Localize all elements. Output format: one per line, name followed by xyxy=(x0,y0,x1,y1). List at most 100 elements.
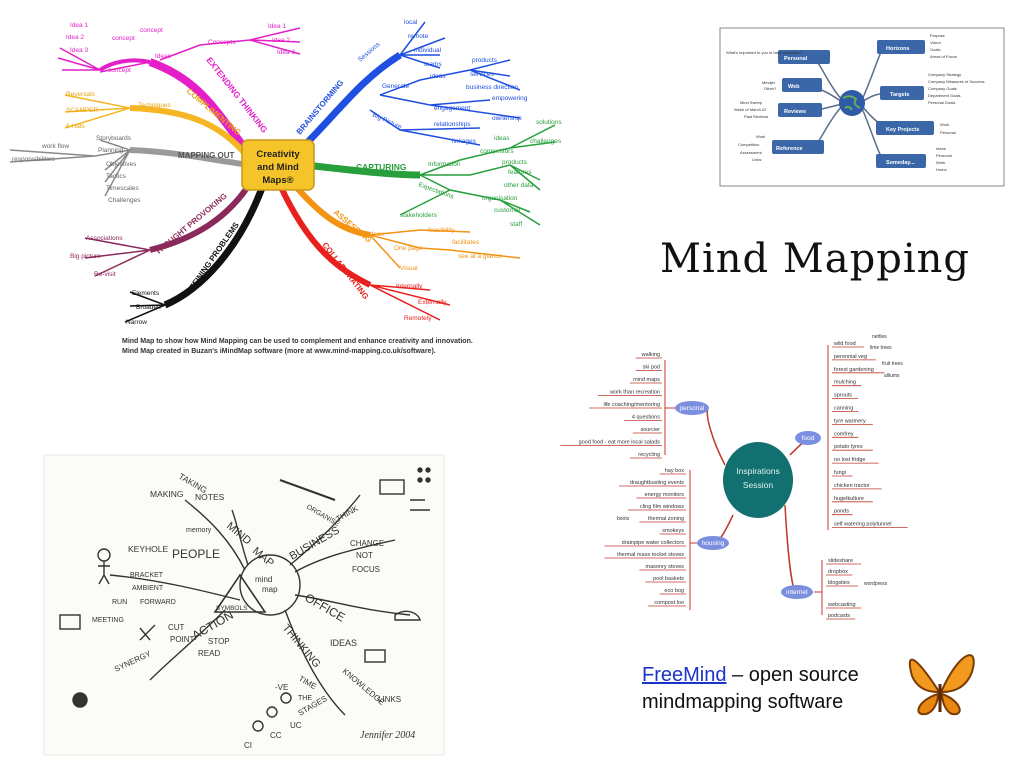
center-line3: Maps® xyxy=(262,175,293,186)
freemind-line2: mindmapping software xyxy=(642,691,844,713)
leaf: eco bog xyxy=(664,588,684,594)
leaf: Links xyxy=(752,157,761,162)
leaf: Techniques xyxy=(138,102,172,109)
leaf: life coaching/mentoring xyxy=(603,402,660,408)
leaf: staff xyxy=(510,221,522,228)
leaf: organisation xyxy=(482,195,518,202)
center-line2: Session xyxy=(743,480,774,490)
freemind-link[interactable]: FreeMind xyxy=(642,664,727,686)
node-someday xyxy=(876,154,926,168)
leaf: slideshare xyxy=(828,558,853,564)
leaf: Work xyxy=(940,122,949,127)
node-internet xyxy=(781,585,813,599)
hd-word: AMBIENT xyxy=(132,585,164,592)
inspirations-mind-map: Inspirations Session personal food housi… xyxy=(560,334,908,620)
leaf: compost loo xyxy=(654,600,684,606)
leaf: Concepts xyxy=(208,39,236,46)
leaf: Idea 3 xyxy=(70,47,88,54)
leaf: Expectations xyxy=(417,181,455,201)
center-line2: and Mind xyxy=(257,162,299,173)
hd-word: POINT xyxy=(170,635,195,644)
leaf: Work xyxy=(936,160,945,165)
leaf: chicken tractor xyxy=(834,483,870,489)
hd-word: THE xyxy=(298,695,312,702)
hd-word: RUN xyxy=(112,599,127,606)
leaf: draughtbusting events xyxy=(630,480,684,486)
leaf: see at a glance xyxy=(458,253,502,260)
leaf: ideas xyxy=(494,135,510,142)
leaf: good food - eat more local salads xyxy=(579,440,661,446)
branch-capturing xyxy=(304,161,421,179)
leaf: business direction xyxy=(466,84,518,91)
leaf: thermal zoning xyxy=(648,516,684,522)
branch-defining xyxy=(163,178,269,309)
leaf: thermal mass rocket stoves xyxy=(617,552,684,558)
hd-word: PEOPLE xyxy=(172,547,220,561)
leaf: pool baskets xyxy=(653,576,684,582)
node-personal xyxy=(778,50,830,64)
hd-word: CI xyxy=(244,741,252,750)
leaf: comfrey xyxy=(834,431,854,437)
leaf: Externally xyxy=(418,299,447,306)
leaf: products xyxy=(472,57,498,64)
creativity-mind-map: Creativity and Mind Maps® EXTENDING THIN… xyxy=(9,19,562,355)
leaf: potato tyres xyxy=(834,444,863,450)
leaf: Personal Goals xyxy=(928,100,955,105)
leaf: webcasting xyxy=(827,602,856,608)
node-reviews-label: Reviews xyxy=(784,109,806,115)
hd-word: map xyxy=(262,585,278,594)
leaf: other data xyxy=(504,182,534,189)
node-reviews xyxy=(778,103,822,117)
leaf: Ideas xyxy=(936,146,946,151)
leaf: fruit trees xyxy=(882,361,903,367)
leaf: energy monitors xyxy=(645,492,685,498)
node-keyprojects-label: Key Projects xyxy=(886,127,919,133)
freemind-caption: FreeMind – open source mindmapping softw… xyxy=(642,662,902,716)
leaf: ideas xyxy=(430,73,446,80)
node-personal-label: personal xyxy=(680,405,705,412)
leaf: Other? xyxy=(764,86,777,91)
hd-word: -VE xyxy=(275,683,288,692)
leaf: alliums xyxy=(884,373,900,379)
leaf: facilitates xyxy=(452,239,480,246)
leaf: self watering polytunnel xyxy=(834,522,891,528)
leaf: Elements xyxy=(132,290,160,297)
leaf: relationships xyxy=(434,121,471,128)
leaf: concept xyxy=(112,35,135,42)
leaf: Idea 2 xyxy=(66,34,84,41)
node-housing-label: housing xyxy=(702,540,725,547)
leaf: challenges xyxy=(530,138,562,145)
leaf: What's important to you to have availabl… xyxy=(726,50,802,55)
node-reference xyxy=(772,140,824,154)
leaf: SCAMPER xyxy=(66,107,98,114)
globe-icon xyxy=(839,90,865,116)
leaf: canning xyxy=(834,406,853,412)
node-targets xyxy=(880,86,924,100)
center-line1: Inspirations xyxy=(736,466,779,476)
leaf: services xyxy=(470,71,495,78)
leaf: blogsites xyxy=(828,580,850,586)
leaf: no lost fridge xyxy=(834,457,866,463)
leaf: masonry stoves xyxy=(645,564,684,570)
leaf: products xyxy=(502,159,528,166)
hd-word: KEYHOLE xyxy=(128,544,168,554)
center-line1: Creativity xyxy=(256,149,300,160)
handdrawn-mind-map xyxy=(43,454,445,756)
leaf: Sessions xyxy=(357,41,382,64)
leaf: wordpress xyxy=(864,581,888,587)
leaf: responsibilities xyxy=(12,156,55,163)
branch-brainstorming xyxy=(297,52,402,153)
hd-word: STOP xyxy=(208,637,230,646)
leaf: 4 questions xyxy=(632,415,660,421)
leaf: engagement xyxy=(434,105,470,112)
leaf: Personal xyxy=(936,153,952,158)
leaf: Timescales xyxy=(106,185,139,192)
node-food-label: food xyxy=(802,435,815,442)
leaf: walking xyxy=(641,352,660,358)
gtd-mind-map: Personal Web Reviews Reference Horizons … xyxy=(719,27,1005,187)
leaf: individual xyxy=(414,47,442,54)
hd-word: CHANGE xyxy=(350,539,384,548)
leaf: Competition xyxy=(738,142,759,147)
hd-word: BRACKET xyxy=(130,572,164,579)
